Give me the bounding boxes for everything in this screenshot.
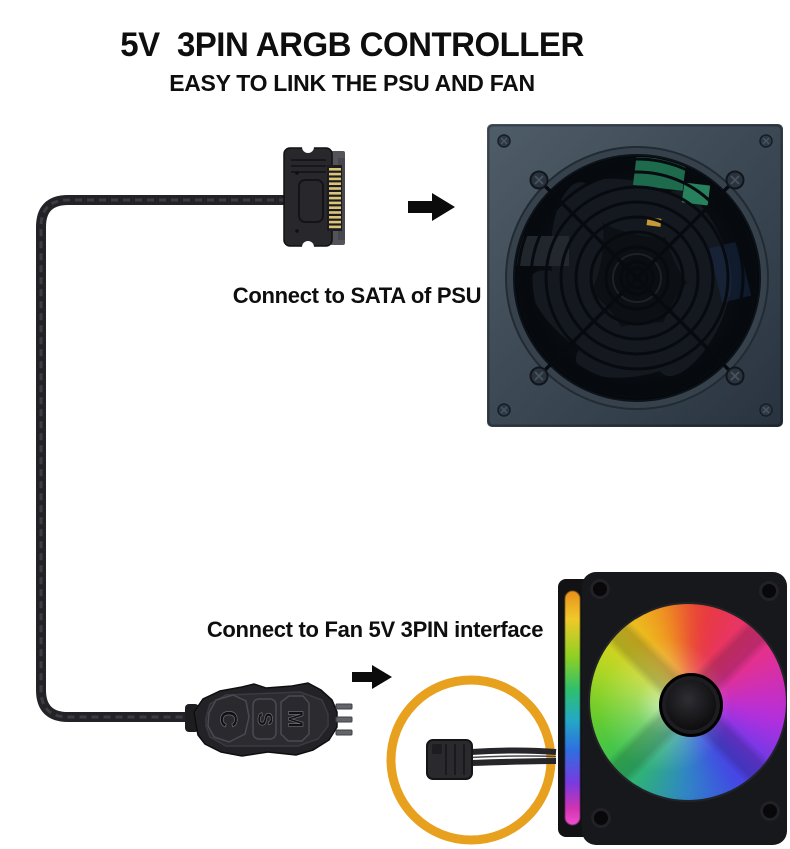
sata-gold-pins xyxy=(329,168,341,229)
psu-grille-screws xyxy=(529,170,745,386)
controller-button-s-label: S xyxy=(253,712,276,726)
rgb-fan-image xyxy=(558,572,787,845)
controller-3pin-male xyxy=(335,703,353,736)
controller-button-m-label: M xyxy=(284,710,307,728)
fan-screw-hole xyxy=(591,808,611,828)
page-title: 5V 3PIN ARGB CONTROLLER xyxy=(120,26,584,64)
psu-grille-cross xyxy=(537,178,737,378)
fan-frame xyxy=(582,572,787,845)
page-subtitle: EASY TO LINK THE PSU AND FAN xyxy=(169,70,535,96)
sata-pin-housing xyxy=(327,165,342,231)
fan-arrow-right-arrow-icon xyxy=(352,665,392,689)
fan-screw-hole xyxy=(759,581,779,601)
controller-button-s xyxy=(252,698,277,740)
controller-button-m xyxy=(280,695,310,742)
highlight-circle xyxy=(386,675,556,845)
psu-image xyxy=(487,124,783,427)
argb-controller: C S M xyxy=(185,682,353,757)
fan-step-label: Connect to Fan 5V 3PIN interface xyxy=(206,617,544,642)
fan-hub xyxy=(659,673,723,737)
controller-button-c-label: C xyxy=(215,710,242,727)
sata-connector xyxy=(283,141,345,253)
controller-button-c xyxy=(207,694,250,743)
psu-corner-screws xyxy=(497,134,773,417)
fan-screw-hole xyxy=(590,579,610,599)
fan-3pin-connector xyxy=(426,739,557,780)
fan-screw-hole xyxy=(760,801,780,821)
psu-arrow-right-arrow-icon xyxy=(408,193,455,221)
psu-graphic xyxy=(487,124,783,427)
fan-blade-wheel xyxy=(590,604,786,800)
psu-grille-rings xyxy=(516,157,758,399)
controller-body xyxy=(193,682,338,757)
fan-led-strip xyxy=(565,591,580,825)
